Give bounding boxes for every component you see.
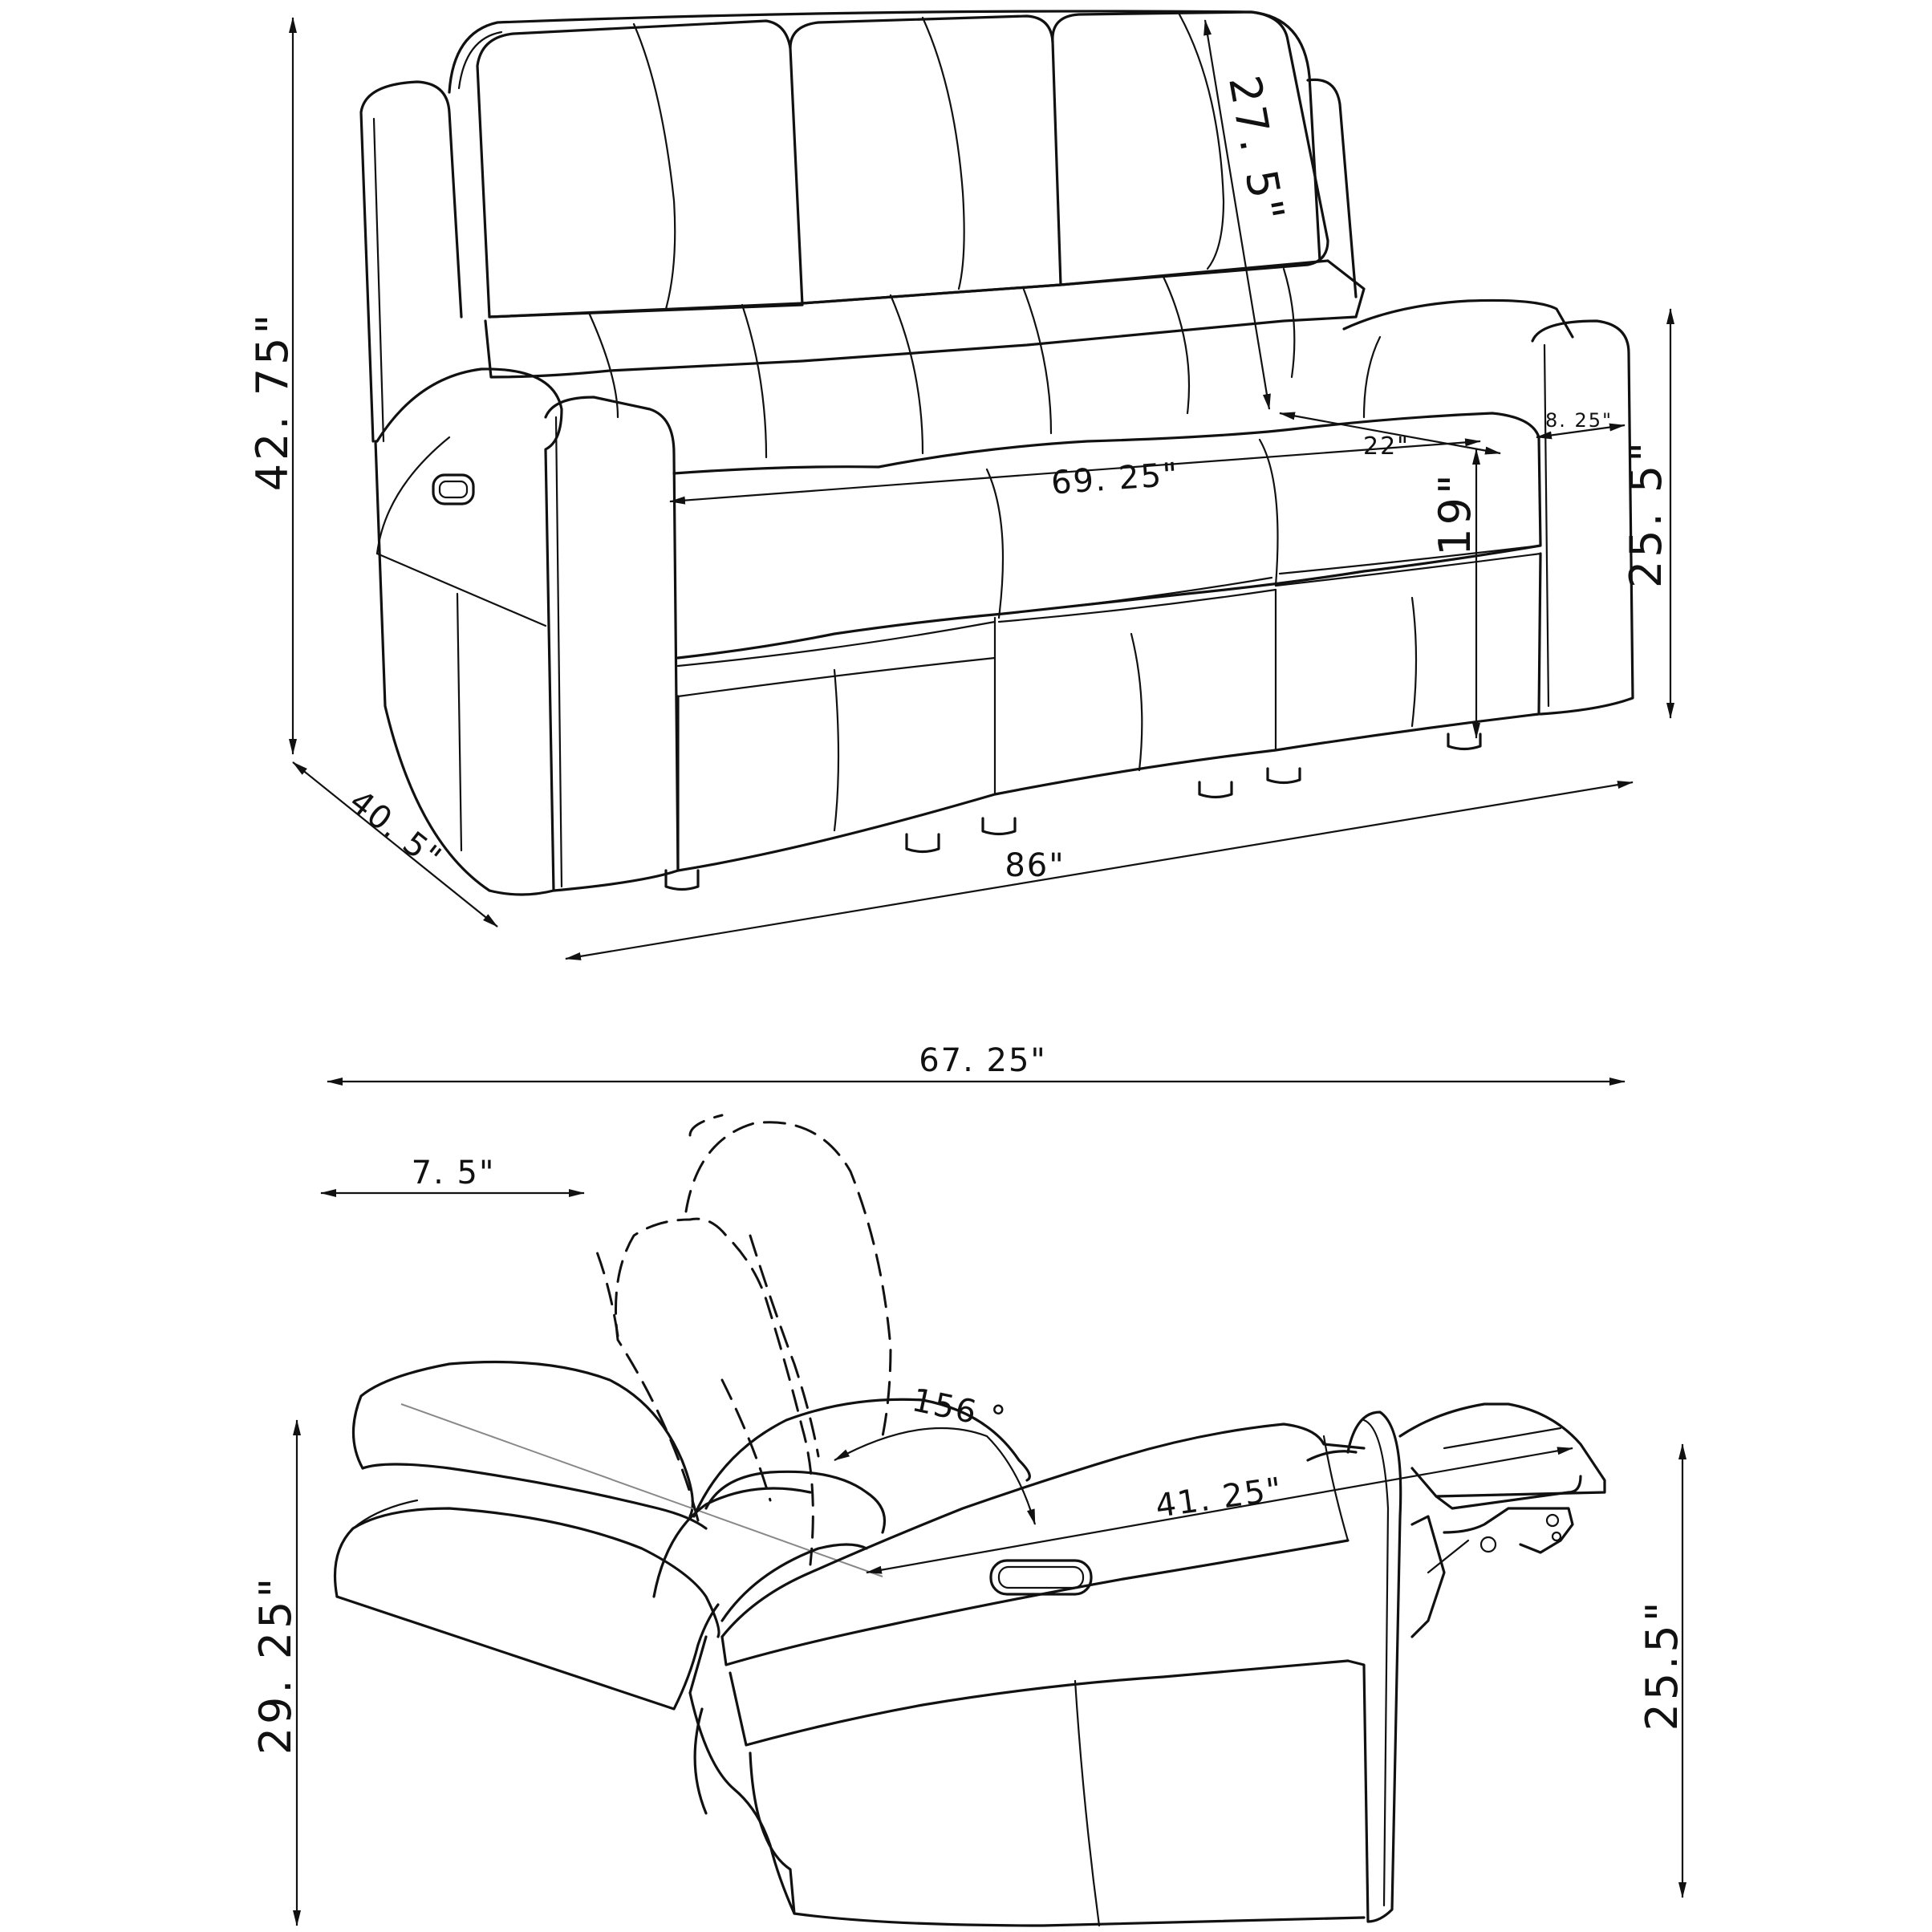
sofa-legs xyxy=(664,733,1482,891)
side-dimensions: 67. 25" 7. 5" 156 ° 41. 25" 29. 25" 25.5… xyxy=(250,1042,1687,1926)
label-wall-clearance: 7. 5" xyxy=(412,1155,496,1191)
dim-line-arm-width xyxy=(1536,423,1626,440)
dim-line-reclined-depth xyxy=(866,1447,1573,1574)
dim-line-back-height xyxy=(1203,19,1271,410)
sofa-side-drawing xyxy=(333,1114,1606,1927)
label-back-height: 27. 5" xyxy=(1219,72,1294,228)
label-arm-width: 8. 25" xyxy=(1545,409,1613,432)
front-dimensions: 42. 75" 40. 5" 86" 69. 25" 27. 5" 22" 19… xyxy=(247,17,1674,960)
label-reclined-depth: 41. 25" xyxy=(1153,1471,1285,1525)
label-seat-depth: 22" xyxy=(1363,432,1410,461)
dim-line-width-total xyxy=(565,781,1634,960)
label-arm-height: 25. 5" xyxy=(1621,439,1671,588)
label-side-arm-height: 25.5" xyxy=(1637,1598,1687,1731)
label-seat-height: 19" xyxy=(1430,471,1480,556)
sofa-front-drawing xyxy=(359,10,1634,896)
power-button-panel xyxy=(432,473,475,505)
label-seat-width: 69. 25" xyxy=(1050,456,1180,501)
label-width-total: 86" xyxy=(1005,847,1065,884)
label-side-height: 29. 25" xyxy=(250,1575,301,1755)
label-height-total: 42. 75" xyxy=(247,311,298,492)
dim-line-seat-depth xyxy=(1279,412,1501,455)
side-power-button-panel xyxy=(989,1559,1093,1596)
dim-line-depth xyxy=(292,761,498,927)
label-reclined-length: 67. 25" xyxy=(919,1042,1047,1079)
